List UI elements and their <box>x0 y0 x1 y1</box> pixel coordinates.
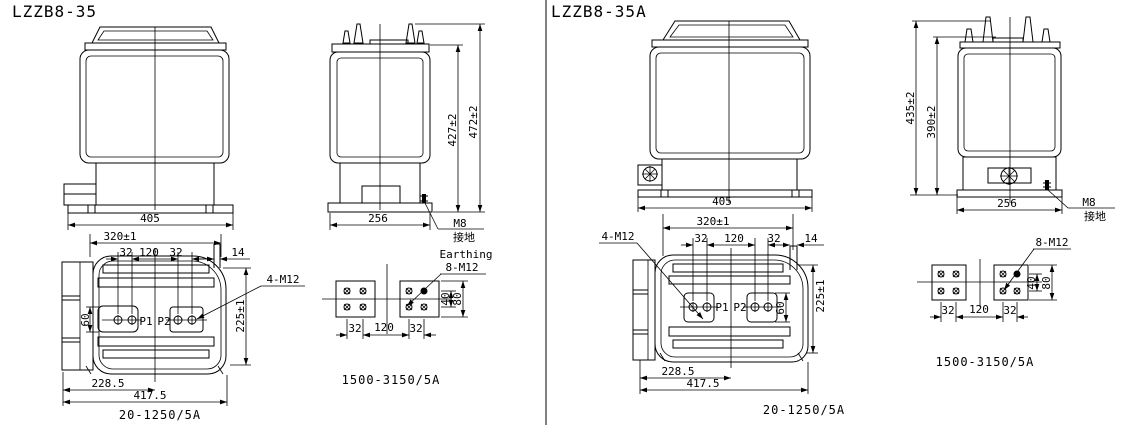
earth-label-cn-left: 接地 <box>453 231 475 244</box>
dim-center-offset-right: 228.5 <box>661 365 694 378</box>
earth-thread-right: M8 <box>1082 196 1095 209</box>
pad-holes-right <box>937 270 1021 295</box>
wheel-right-front <box>637 164 663 186</box>
panel-lzzb8-35a: LZZB8-35A 405 320±1 32 120 <box>551 2 1115 417</box>
dim-tab-left: 14 <box>231 246 245 259</box>
side-view-left: 427±2 472±2 256 M8 接地 Earthing <box>327 23 493 261</box>
dim-block-height-left: 60 <box>79 313 92 326</box>
dim-hole-c-right: 32 <box>767 232 780 245</box>
earth-bolt-left <box>420 194 428 203</box>
pad-pitch-left: 40 <box>439 292 452 305</box>
pad-height-left: 80 <box>451 292 464 305</box>
label-p2-right: P2 <box>733 301 746 314</box>
earth-label-cn-right: 接地 <box>1084 210 1106 223</box>
terminal-block-p1-left <box>97 305 142 333</box>
wheel-right-side <box>1000 167 1018 185</box>
side-view-right: 435±2 390±2 256 M8 接地 <box>904 16 1115 223</box>
dim-depth-left: 256 <box>368 212 388 225</box>
label-8m12-right: 8-M12 <box>1035 236 1068 249</box>
dim-block-height-right: 60 <box>774 301 787 314</box>
pad-span-a-right: 32 <box>941 304 954 317</box>
dim-hole-a-left: 32 <box>119 246 132 259</box>
pad-holes-left <box>343 287 428 311</box>
pad-detail-right: 8-M12 32 120 32 40 80 150 <box>917 236 1071 369</box>
terminal-block-p2-right <box>743 292 781 323</box>
pad-span-a-left: 32 <box>348 322 361 335</box>
pad-span-c-left: 32 <box>409 322 422 335</box>
model-title-right: LZZB8-35A <box>551 2 647 21</box>
label-8m12-left: 8-M12 <box>445 261 478 274</box>
label-p2-left: P2 <box>157 315 170 328</box>
rating-high-right: 1500-3150/5A <box>936 355 1035 369</box>
dim-body-height-left: 427±2 <box>446 113 459 146</box>
dim-overall-left: 417.5 <box>133 389 166 402</box>
panel-lzzb8-35: LZZB8-35 405 <box>12 2 492 422</box>
front-view-left: 405 <box>63 26 234 230</box>
dim-hole-a-right: 32 <box>694 232 707 245</box>
earth-label-en-left: Earthing <box>440 248 493 261</box>
rating-low-right: 20-1250/5A <box>763 403 845 417</box>
earth-thread-left: M8 <box>453 217 466 230</box>
dim-hole-b-right: 120 <box>724 232 744 245</box>
rating-low-left: 20-1250/5A <box>119 408 201 422</box>
pad-span-b-right: 120 <box>969 303 989 316</box>
dim-base-width-right: 405 <box>712 195 732 208</box>
dim-mount-span-right: 320±1 <box>696 215 729 228</box>
dim-tab-right: 14 <box>804 232 818 245</box>
pad-span-b-left: 120 <box>374 321 394 334</box>
dim-center-offset-left: 228.5 <box>91 377 124 390</box>
dim-total-height-right: 435±2 <box>904 91 917 124</box>
dim-hole-b-left: 120 <box>139 246 159 259</box>
dim-depth-right: 256 <box>997 197 1017 210</box>
model-title-left: LZZB8-35 <box>12 2 97 21</box>
dim-body-height-right: 390±2 <box>925 105 938 138</box>
rating-high-left: 1500-3150/5A <box>342 373 441 387</box>
dim-hole-c-left: 32 <box>169 246 182 259</box>
pad-height-right: 80 <box>1040 276 1053 289</box>
pad-span-c-right: 32 <box>1003 304 1016 317</box>
front-view-right: 405 <box>637 20 813 212</box>
label-p1-right: P1 <box>715 301 728 314</box>
pad-pitch-right: 40 <box>1025 276 1038 289</box>
dim-body-h-right: 225±1 <box>814 279 827 312</box>
bottom-view-left: P1 P2 320±1 32 120 32 14 60 4- <box>61 230 305 422</box>
dim-total-height-left: 472±2 <box>467 105 480 138</box>
terminal-block-p1-right <box>680 292 718 323</box>
bottom-view-right: 320±1 32 120 32 14 4-M12 <box>599 214 845 417</box>
earth-bolt-right <box>1043 180 1051 190</box>
pad-detail-left: 8-M12 32 120 32 40 80 150 <box>322 261 486 387</box>
terminal-block-p2-left <box>166 306 207 333</box>
dim-body-h-left: 225±1 <box>234 299 247 332</box>
dim-mount-span-left: 320±1 <box>103 230 136 243</box>
label-4m12-right: 4-M12 <box>601 230 634 243</box>
dim-overall-right: 417.5 <box>686 377 719 390</box>
label-p1-left: P1 <box>139 315 152 328</box>
label-4m12-left: 4-M12 <box>266 273 299 286</box>
dim-base-width-left: 405 <box>140 212 160 225</box>
